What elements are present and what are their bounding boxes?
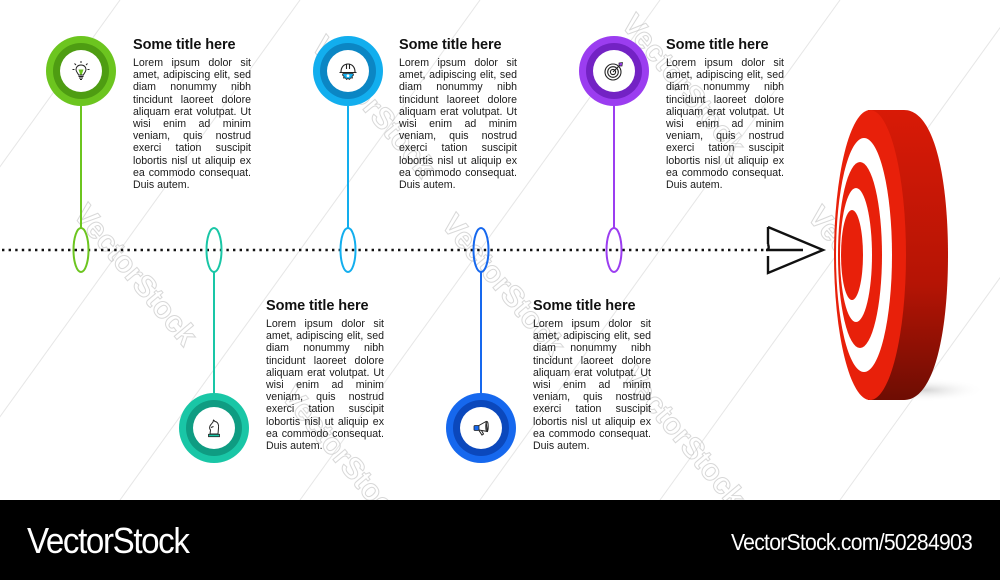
step-3-description: Lorem ipsum dolor sit amet, adipiscing e… xyxy=(399,57,517,192)
connector-step-4 xyxy=(472,227,490,393)
step-4-badge xyxy=(446,393,516,463)
step-2-badge xyxy=(179,393,249,463)
step-3-badge xyxy=(313,36,383,106)
step-4-text: Some title here Lorem ipsum dolor sit am… xyxy=(533,298,651,452)
connector-step-1 xyxy=(72,106,90,273)
step-2-title: Some title here xyxy=(266,298,369,314)
step-1-badge xyxy=(46,36,116,106)
step-2-description: Lorem ipsum dolor sit amet, adipiscing e… xyxy=(266,318,384,453)
step-3-text: Some title here Lorem ipsum dolor sit am… xyxy=(399,37,517,191)
megaphone-icon xyxy=(473,420,489,436)
step-3-title: Some title here xyxy=(399,37,502,53)
step-1-description: Lorem ipsum dolor sit amet, adipiscing e… xyxy=(133,57,251,192)
step-4-description: Lorem ipsum dolor sit amet, adipiscing e… xyxy=(533,318,651,453)
connector-step-5 xyxy=(605,106,623,273)
step-5-title: Some title here xyxy=(666,37,769,53)
step-1-title: Some title here xyxy=(133,37,236,53)
target-dart-icon xyxy=(604,62,623,81)
hard-hat-gear-icon xyxy=(339,63,357,81)
connector-step-3 xyxy=(339,106,357,273)
step-2-text: Some title here Lorem ipsum dolor sit am… xyxy=(266,298,384,452)
connector-step-2 xyxy=(205,227,223,393)
step-5-description: Lorem ipsum dolor sit amet, adipiscing e… xyxy=(666,57,784,192)
watermark-footer: VectorStock VectorStock.com/50284903 xyxy=(0,500,1000,580)
timeline xyxy=(2,106,827,393)
step-5-badge xyxy=(579,36,649,106)
step-5-text: Some title here Lorem ipsum dolor sit am… xyxy=(666,37,784,191)
footer-brand: VectorStock xyxy=(27,520,190,561)
archery-target-icon xyxy=(834,110,985,402)
step-1-text: Some title here Lorem ipsum dolor sit am… xyxy=(133,37,251,191)
paper-plane-icon xyxy=(765,225,827,275)
step-4-title: Some title here xyxy=(533,298,636,314)
infographic-canvas: VectorStock VectorStock VectorStock Vect… xyxy=(0,0,1000,500)
chess-knight-icon xyxy=(208,419,220,438)
footer-url: VectorStock.com/50284903 xyxy=(730,529,973,555)
lightbulb-icon xyxy=(72,61,90,80)
